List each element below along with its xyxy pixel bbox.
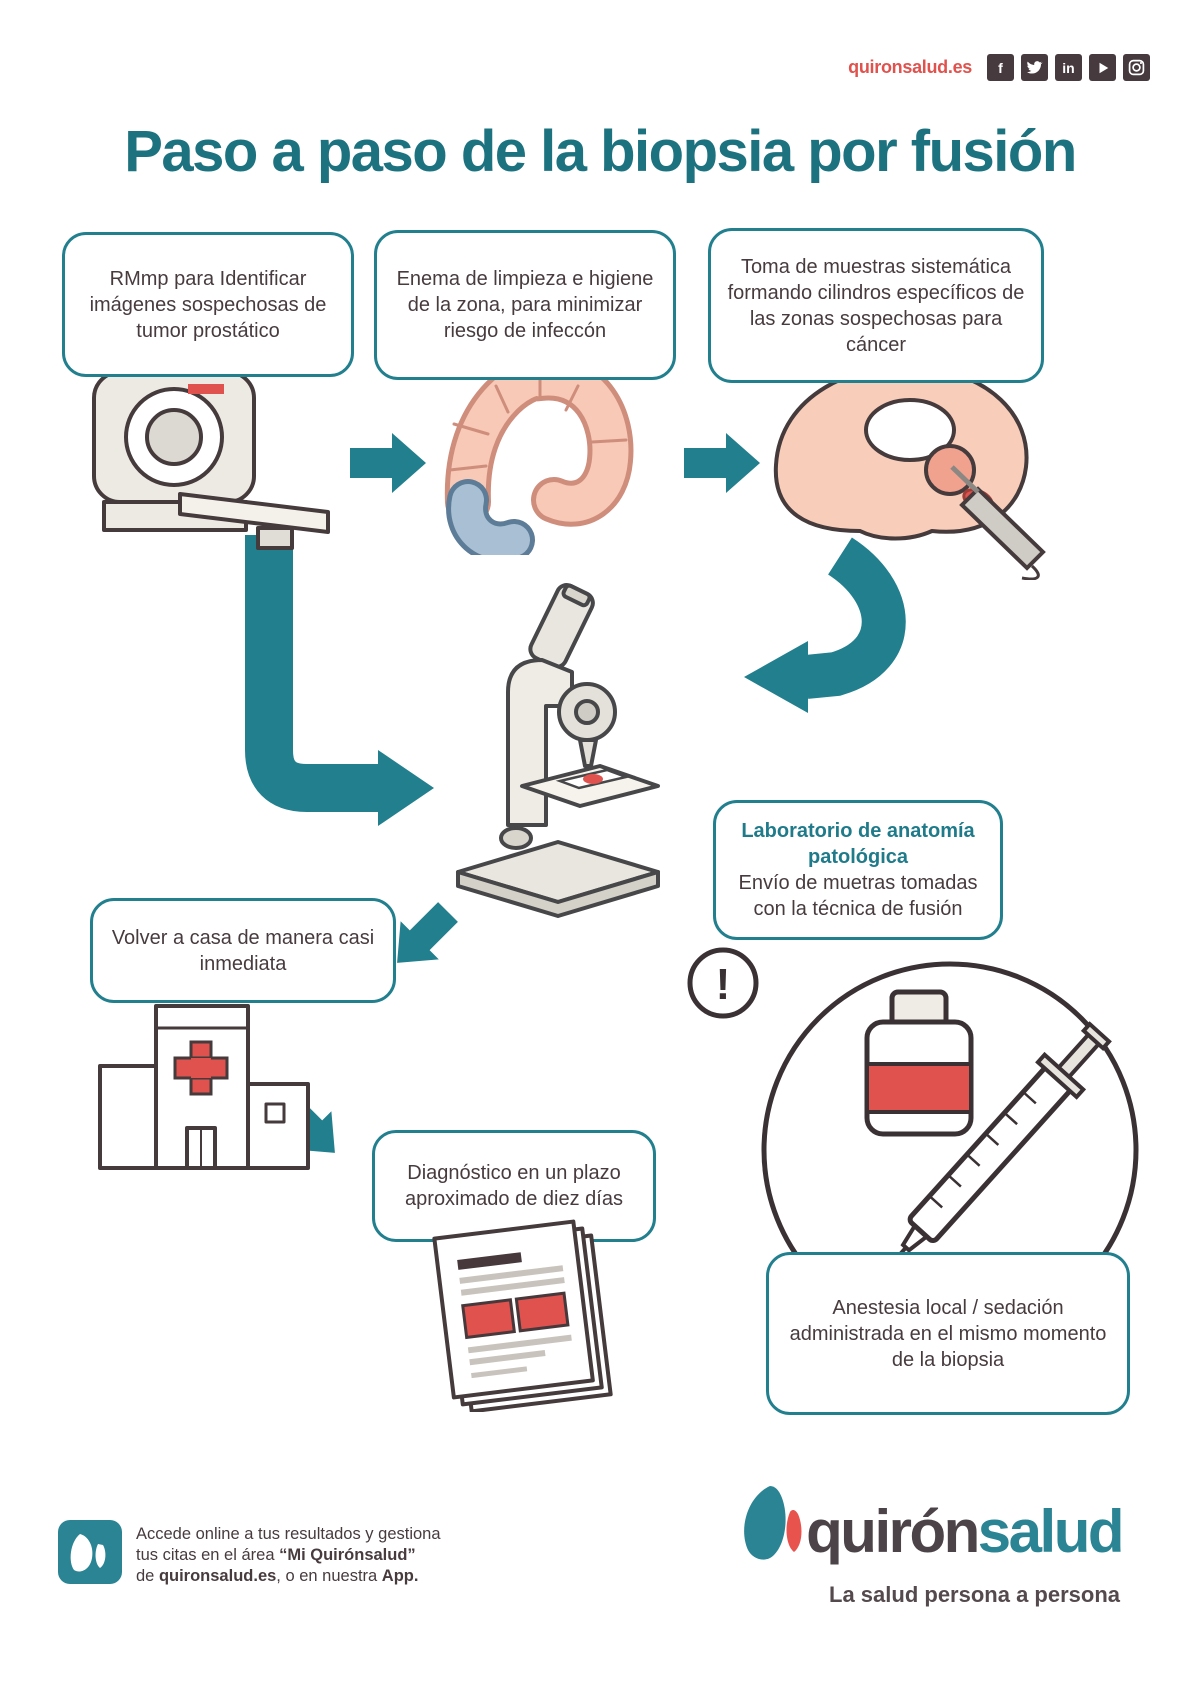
note-line2-pre: tus citas en el área <box>136 1546 280 1565</box>
microscope-illustration <box>456 583 660 918</box>
note-line3-pre: de <box>136 1567 159 1586</box>
svg-text:!: ! <box>716 960 731 1009</box>
diagnosis-box-text: Diagnóstico en un plazo aproximado de di… <box>405 1162 623 1210</box>
syringe <box>880 1021 1112 1276</box>
youtube-play <box>1099 62 1108 73</box>
note-site-bold[interactable]: quironsalud.es <box>158 1567 277 1586</box>
logo-part-quiron: quirón <box>806 1498 980 1565</box>
step-box-mri: RMmp para Identificar imágenes sospechos… <box>62 232 354 377</box>
header: quironsalud.es f in <box>848 54 1150 81</box>
step-1-text: RMmp para Identificar imágenes sospechos… <box>89 267 327 342</box>
step-3-text: Toma de muestras sistemática formando ci… <box>727 255 1025 356</box>
mi-quironsalud-app-icon[interactable] <box>58 1520 122 1584</box>
note-line3-mid: , o en nuestra <box>276 1567 382 1586</box>
logo-wordmark: quirónsalud <box>806 1502 1124 1562</box>
twitter-bird <box>1027 61 1043 74</box>
logo-mark-icon <box>744 1486 802 1560</box>
report-document-illustration <box>432 1219 613 1412</box>
footer-note: Accede online a tus resultados y gestion… <box>136 1524 476 1587</box>
step-2-text: Enema de limpieza e higiene de la zona, … <box>396 268 654 342</box>
colon-illustration <box>444 354 634 555</box>
hospital-illustration <box>98 1004 310 1170</box>
arrow-step2-step3 <box>684 433 760 493</box>
warning-icon: ! <box>687 947 759 1019</box>
facebook-glyph: f <box>998 59 1003 76</box>
home-box-text: Volver a casa de manera casi inmediata <box>111 926 375 975</box>
twitter-icon[interactable] <box>1021 54 1048 81</box>
logo-tagline: La salud persona a persona <box>829 1582 1120 1607</box>
mri-scanner-illustration <box>92 370 330 550</box>
medicine-vial <box>864 989 974 1137</box>
youtube-icon[interactable] <box>1089 54 1116 81</box>
lab-box-body: Envío de muetras tomadas con la técnica … <box>738 872 978 920</box>
note-app-bold: App. <box>381 1567 419 1586</box>
logo-part-salud: salud <box>977 1498 1125 1565</box>
arrow-mri-to-lab <box>245 535 434 826</box>
note-line1: Accede online a tus resultados y gestion… <box>136 1525 441 1543</box>
home-box: Volver a casa de manera casi inmediata <box>90 898 396 1003</box>
facebook-icon[interactable]: f <box>987 54 1014 81</box>
linkedin-icon[interactable]: in <box>1055 54 1082 81</box>
note-mi-quironsalud: “Mi Quirónsalud” <box>279 1546 416 1565</box>
lab-box-title: Laboratorio de anatomía patológica <box>741 820 975 868</box>
site-url[interactable]: quironsalud.es <box>848 57 972 77</box>
quironsalud-logo: quirónsalud <box>734 1484 1125 1564</box>
instagram-camera <box>1128 59 1145 76</box>
linkedin-glyph: in <box>1062 59 1075 76</box>
anesthesia-circle-illustration <box>761 961 1139 1339</box>
instagram-icon[interactable] <box>1123 54 1150 81</box>
step-box-enema: Enema de limpieza e higiene de la zona, … <box>374 230 676 380</box>
step-box-muestras: Toma de muestras sistemática formando ci… <box>708 228 1044 383</box>
page-title: Paso a paso de la biopsia por fusión <box>124 119 1077 184</box>
arrow-step1-step2 <box>350 433 426 493</box>
prostate-biopsy-illustration <box>773 364 1046 580</box>
lab-box: Laboratorio de anatomía patológica Envío… <box>713 800 1003 940</box>
anesthesia-box-text: Anestesia local / sedación administrada … <box>789 1296 1107 1371</box>
anesthesia-box: Anestesia local / sedación administrada … <box>766 1252 1130 1415</box>
